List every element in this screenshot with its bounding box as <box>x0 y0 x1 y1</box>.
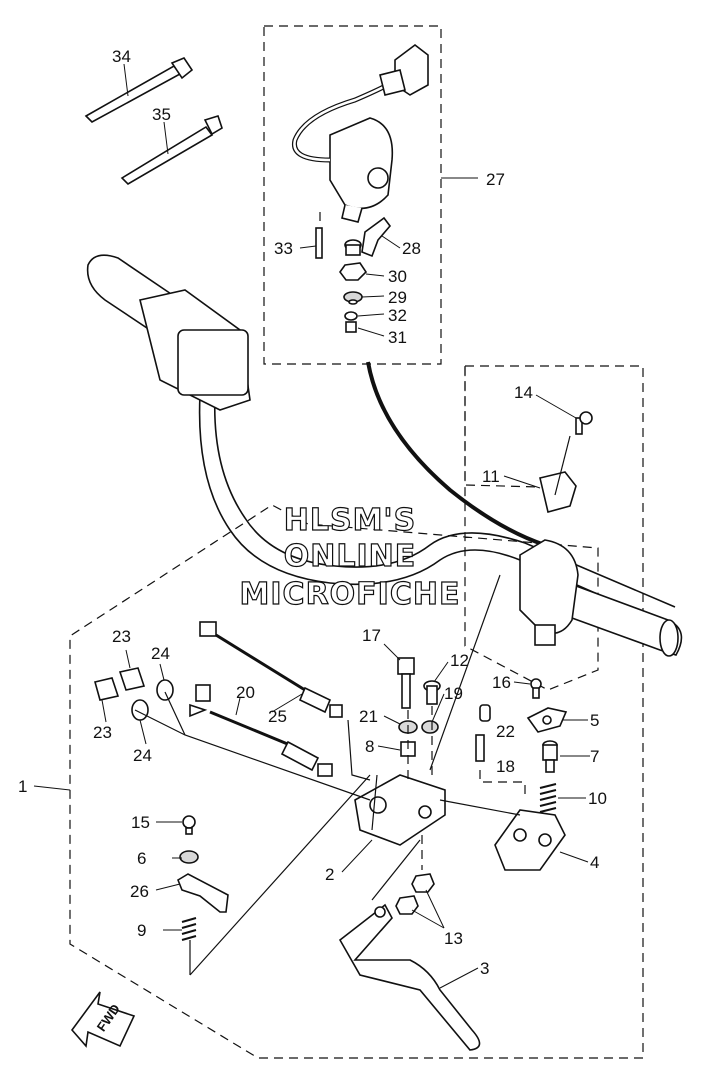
part-32 <box>344 311 358 321</box>
part-9-spring <box>181 917 197 941</box>
cover-group-box <box>464 366 541 488</box>
callout-labels: 1 2 3 4 5 6 7 8 9 10 11 12 13 14 15 16 1… <box>18 47 607 978</box>
callout-13: 13 <box>444 929 463 948</box>
switch-hardware <box>315 212 392 333</box>
callout-22: 22 <box>496 722 515 741</box>
callout-15: 15 <box>131 813 150 832</box>
part-25-cable <box>199 621 343 718</box>
part-14-screw <box>554 411 593 496</box>
part-31-bolt <box>345 321 357 333</box>
part-35-cable-tie <box>120 125 214 186</box>
part-3-lever <box>338 903 481 1051</box>
clutch-group-box <box>69 365 644 1059</box>
part-19-nut <box>421 720 439 734</box>
watermark-line-2: ONLINE <box>284 539 417 574</box>
callout-35: 35 <box>152 105 171 124</box>
callout-29: 29 <box>388 288 407 307</box>
part-24-nut-lower <box>131 699 149 721</box>
part-12-bolt <box>423 680 441 705</box>
callout-18: 18 <box>496 757 515 776</box>
callout-28: 28 <box>402 239 421 258</box>
part-13-nut-upper <box>411 873 435 893</box>
right-grip-end <box>659 619 679 657</box>
part-17-bolt <box>397 657 415 709</box>
watermark: HLSM'S ONLINE MICROFICHE <box>239 502 461 612</box>
part-10-spring <box>539 783 557 813</box>
part-16-screw <box>530 678 542 699</box>
callout-26: 26 <box>130 882 149 901</box>
left-switch-box <box>177 329 249 396</box>
part-2-lever-holder <box>354 774 446 846</box>
callout-3: 3 <box>480 959 489 978</box>
handlebar <box>86 254 683 657</box>
callout-11: 11 <box>482 467 500 486</box>
callout-23-lower: 23 <box>93 723 112 742</box>
callout-5: 5 <box>590 711 599 730</box>
callout-12: 12 <box>450 651 469 670</box>
callout-8: 8 <box>365 737 374 756</box>
callout-16: 16 <box>492 673 511 692</box>
right-switch-assembly <box>291 43 546 547</box>
callout-4: 4 <box>590 853 599 872</box>
assembly-lines <box>134 574 521 976</box>
part-18-pin <box>475 734 485 762</box>
part-11-cover <box>539 471 577 513</box>
part-22-pin <box>479 704 491 722</box>
callout-9: 9 <box>137 921 146 940</box>
fwd-arrow: FWD <box>70 991 136 1048</box>
callout-32: 32 <box>388 306 407 325</box>
part-6-washer <box>179 850 199 864</box>
callout-1: 1 <box>18 777 27 796</box>
part-33-screw <box>315 227 323 259</box>
watermark-line-1: HLSM'S <box>284 503 416 538</box>
leader-lines <box>33 63 590 989</box>
callout-25: 25 <box>268 707 287 726</box>
part-23-adjuster-lower <box>94 677 120 701</box>
part-13-nut-lower <box>395 895 419 915</box>
part-20-cable <box>189 684 333 777</box>
part-26-switch <box>177 873 229 913</box>
callout-19: 19 <box>444 684 463 703</box>
callout-33: 33 <box>274 239 293 258</box>
callout-6: 6 <box>137 849 146 868</box>
throttle-switch <box>519 539 579 635</box>
part-28 <box>361 216 392 258</box>
callout-24-lower: 24 <box>133 746 152 765</box>
part-23-adjuster-upper <box>118 667 146 691</box>
part-7-pin <box>542 740 558 773</box>
callout-24-upper: 24 <box>151 644 170 663</box>
callout-2: 2 <box>325 865 334 884</box>
callout-31: 31 <box>388 328 407 347</box>
part-4-switch <box>494 809 566 871</box>
callout-7: 7 <box>590 747 599 766</box>
callout-27: 27 <box>486 170 505 189</box>
part-24-nut-upper <box>156 679 174 701</box>
callout-14: 14 <box>514 383 533 402</box>
switch-group-box <box>263 25 442 365</box>
watermark-line-3: MICROFICHE <box>240 577 461 612</box>
callout-10: 10 <box>588 789 607 808</box>
callout-30: 30 <box>388 267 407 286</box>
part-30-nut <box>339 262 368 281</box>
part-15-screw <box>182 815 196 835</box>
callout-17: 17 <box>362 626 381 645</box>
callout-23-upper: 23 <box>112 627 131 646</box>
callout-34: 34 <box>112 47 131 66</box>
callout-20: 20 <box>236 683 255 702</box>
callout-21: 21 <box>359 707 378 726</box>
